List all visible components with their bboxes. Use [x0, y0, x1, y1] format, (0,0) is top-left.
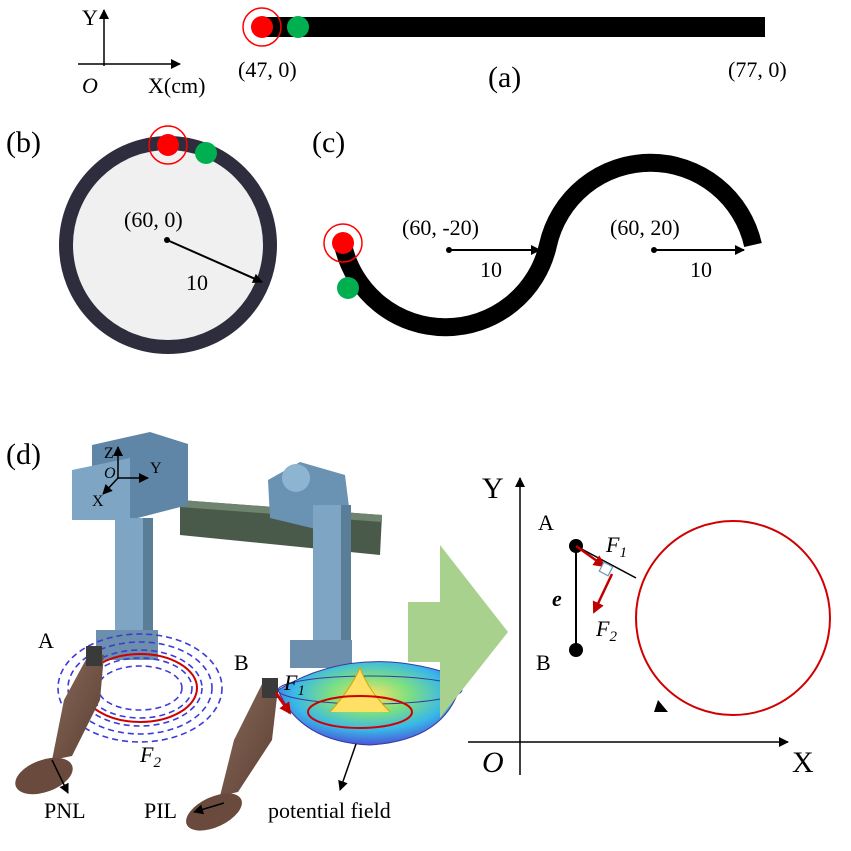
center-label-2: (60, 20) [610, 215, 680, 240]
schematic-x-label: X [792, 746, 814, 779]
pnl-label: PNL [44, 798, 86, 823]
schematic-y-label: Y [482, 472, 504, 505]
force-arrow-f1-3d [274, 692, 292, 715]
label-a-robot: A [38, 628, 54, 653]
start-marker [332, 232, 354, 254]
end-marker [195, 142, 217, 164]
circle-path [59, 136, 277, 354]
axis-x-label: X(cm) [148, 73, 205, 98]
force-arrow-f1 [575, 544, 606, 568]
f1-label-robot: F1 [283, 670, 305, 699]
schematic-label-a: A [538, 510, 554, 535]
pil-label: PIL [144, 798, 177, 823]
bowl-peak [329, 666, 391, 713]
right-elbow [186, 793, 242, 831]
potential-field-pointer [338, 743, 357, 791]
panel-b: (b) (60, 0) 10 [6, 125, 277, 354]
f2-label-robot: F2 [139, 742, 161, 771]
right-forearm [220, 684, 278, 796]
straight-path [262, 17, 765, 37]
center-label: (60, 0) [124, 207, 183, 232]
point-b [569, 643, 583, 657]
panel-c: (c) (60, -20) 10 (60, 20) 10 [312, 126, 762, 337]
left-forearm [52, 652, 104, 760]
axis-origin-label: O [82, 73, 98, 98]
pil-reference-path [307, 695, 413, 729]
start-ring [242, 7, 282, 47]
start-marker [157, 134, 179, 156]
center-label-1: (60, -20) [402, 215, 479, 240]
normal-line [575, 545, 637, 579]
radius-label-1: 10 [480, 257, 502, 282]
radius-label: 10 [186, 270, 208, 295]
panel-d-robot: (d) Z O Y X [6, 432, 463, 831]
left-handle [86, 646, 102, 666]
schematic-label-e: e [552, 586, 562, 611]
left-elbow [15, 757, 73, 795]
start-ring [148, 125, 188, 165]
left-column-side [143, 518, 153, 638]
force-arrow-f2 [592, 573, 614, 614]
panel-label-d: (d) [6, 438, 41, 471]
end-coordinate: (77, 0) [728, 57, 787, 82]
panel-label-c: (c) [312, 126, 345, 159]
start-ring [323, 223, 363, 263]
start-marker [251, 16, 273, 38]
right-column-side [341, 505, 351, 645]
start-coordinate: (47, 0) [238, 57, 297, 82]
end-marker [287, 16, 309, 38]
axis-y-label: Y [82, 5, 98, 30]
schematic-origin-label: O [482, 746, 504, 779]
radius-arrow [166, 239, 263, 283]
circle-direction-arrow [654, 700, 668, 712]
pnl-pointer [51, 759, 69, 794]
end-marker [337, 277, 359, 299]
radius-label-2: 10 [690, 257, 712, 282]
panel-label-a: (a) [488, 61, 521, 94]
panel-label-b: (b) [6, 126, 41, 159]
schematic-label-b: B [536, 650, 551, 675]
potential-field-label: potential field [268, 798, 391, 823]
right-base [290, 640, 352, 668]
transition-arrow [408, 545, 508, 718]
right-angle-mark [598, 561, 614, 577]
schematic-label-f2: F2 [595, 616, 617, 645]
pil-pointer [193, 802, 225, 815]
reference-circle [635, 520, 831, 716]
right-handle [262, 678, 278, 698]
panel-d-schematic: Y X O A B e F1 F2 [468, 472, 831, 779]
robot-axis-z-label: Z [104, 445, 114, 462]
robot-axis-x [102, 477, 119, 495]
panel-a: Y X(cm) O (47, 0) (77, 0) (a) [78, 5, 787, 98]
s-curve-path [334, 153, 762, 337]
robot-axis-x-label: X [92, 493, 104, 510]
robot-axis-y-label: Y [150, 460, 162, 477]
schematic-label-f1: F1 [605, 532, 627, 561]
right-joint [282, 464, 310, 492]
label-b-robot: B [234, 650, 249, 675]
robot-axis-o-label: O [104, 465, 116, 482]
left-head-front [72, 458, 130, 520]
